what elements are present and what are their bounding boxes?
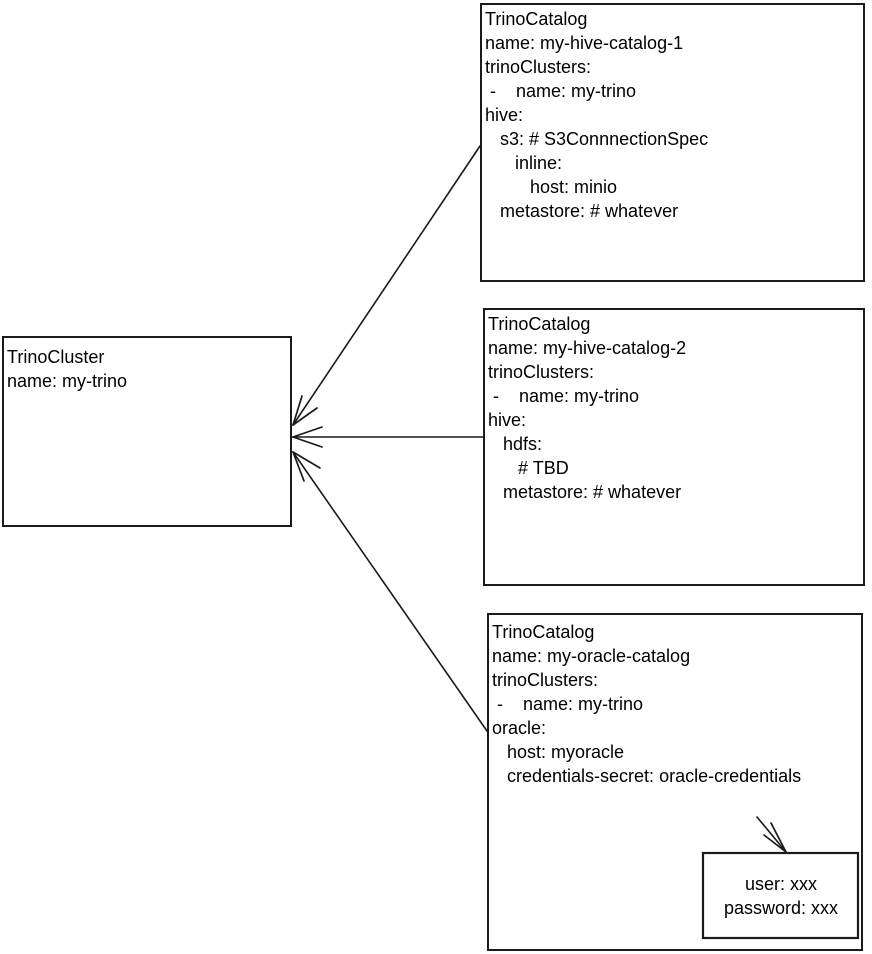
- catalog2-line-2: trinoClusters:: [488, 362, 594, 382]
- catalog1-line-8: metastore: # whatever: [485, 201, 678, 221]
- catalog1-line-7: host: minio: [485, 177, 617, 197]
- connector-catalog3-to-cluster: [292, 451, 488, 732]
- catalog1-line-4: hive:: [485, 105, 523, 125]
- trino-catalog-box-hive-1[interactable]: TrinoCatalog name: my-hive-catalog-1 tri…: [480, 3, 865, 282]
- secret-reference-arrow: [756, 816, 787, 853]
- catalog3-line-1: name: my-oracle-catalog: [492, 646, 690, 666]
- trino-cluster-box-outline: [2, 336, 292, 527]
- catalog3-line-2: trinoClusters:: [492, 670, 598, 690]
- catalog3-line-3: - name: my-trino: [492, 694, 643, 714]
- connector-catalog2-to-cluster: [292, 426, 484, 448]
- catalog2-line-1: name: my-hive-catalog-2: [488, 338, 686, 358]
- trino-catalog-box-hive-2[interactable]: TrinoCatalog name: my-hive-catalog-2 tri…: [483, 308, 865, 586]
- oracle-credentials-secret-box[interactable]: user: xxx password: xxx: [701, 851, 860, 940]
- catalog2-line-3: - name: my-trino: [488, 386, 639, 406]
- catalog1-line-6: inline:: [485, 153, 562, 173]
- catalog1-line-2: trinoClusters:: [485, 57, 591, 77]
- trino-cluster-box[interactable]: TrinoCluster name: my-trino: [2, 336, 292, 527]
- connector-catalog1-to-cluster: [292, 145, 481, 426]
- trino-catalog-box-hive-2-outline: [483, 308, 865, 586]
- catalog3-line-0: TrinoCatalog: [492, 622, 594, 642]
- trino-cluster-line-0: TrinoCluster: [7, 347, 104, 367]
- trino-cluster-line-1: name: my-trino: [7, 371, 127, 391]
- secret-line-0: user: xxx: [745, 874, 817, 894]
- catalog2-line-7: metastore: # whatever: [488, 482, 681, 502]
- catalog3-line-6: credentials-secret: oracle-credentials: [492, 766, 801, 786]
- trino-catalog-box-hive-1-outline: [480, 3, 865, 282]
- secret-line-1: password: xxx: [724, 898, 838, 918]
- oracle-credentials-secret-outline: [701, 851, 860, 940]
- catalog2-line-4: hive:: [488, 410, 526, 430]
- catalog2-line-6: # TBD: [488, 458, 569, 478]
- catalog1-line-1: name: my-hive-catalog-1: [485, 33, 683, 53]
- catalog1-line-0: TrinoCatalog: [485, 9, 587, 29]
- catalog1-line-3: - name: my-trino: [485, 81, 636, 101]
- catalog1-line-5: s3: # S3ConnnectionSpec: [485, 129, 708, 149]
- catalog2-line-5: hdfs:: [488, 434, 542, 454]
- catalog3-line-4: oracle:: [492, 718, 546, 738]
- catalog2-line-0: TrinoCatalog: [488, 314, 590, 334]
- catalog3-line-5: host: myoracle: [492, 742, 624, 762]
- trino-catalog-box-oracle[interactable]: TrinoCatalog name: my-oracle-catalog tri…: [487, 613, 863, 951]
